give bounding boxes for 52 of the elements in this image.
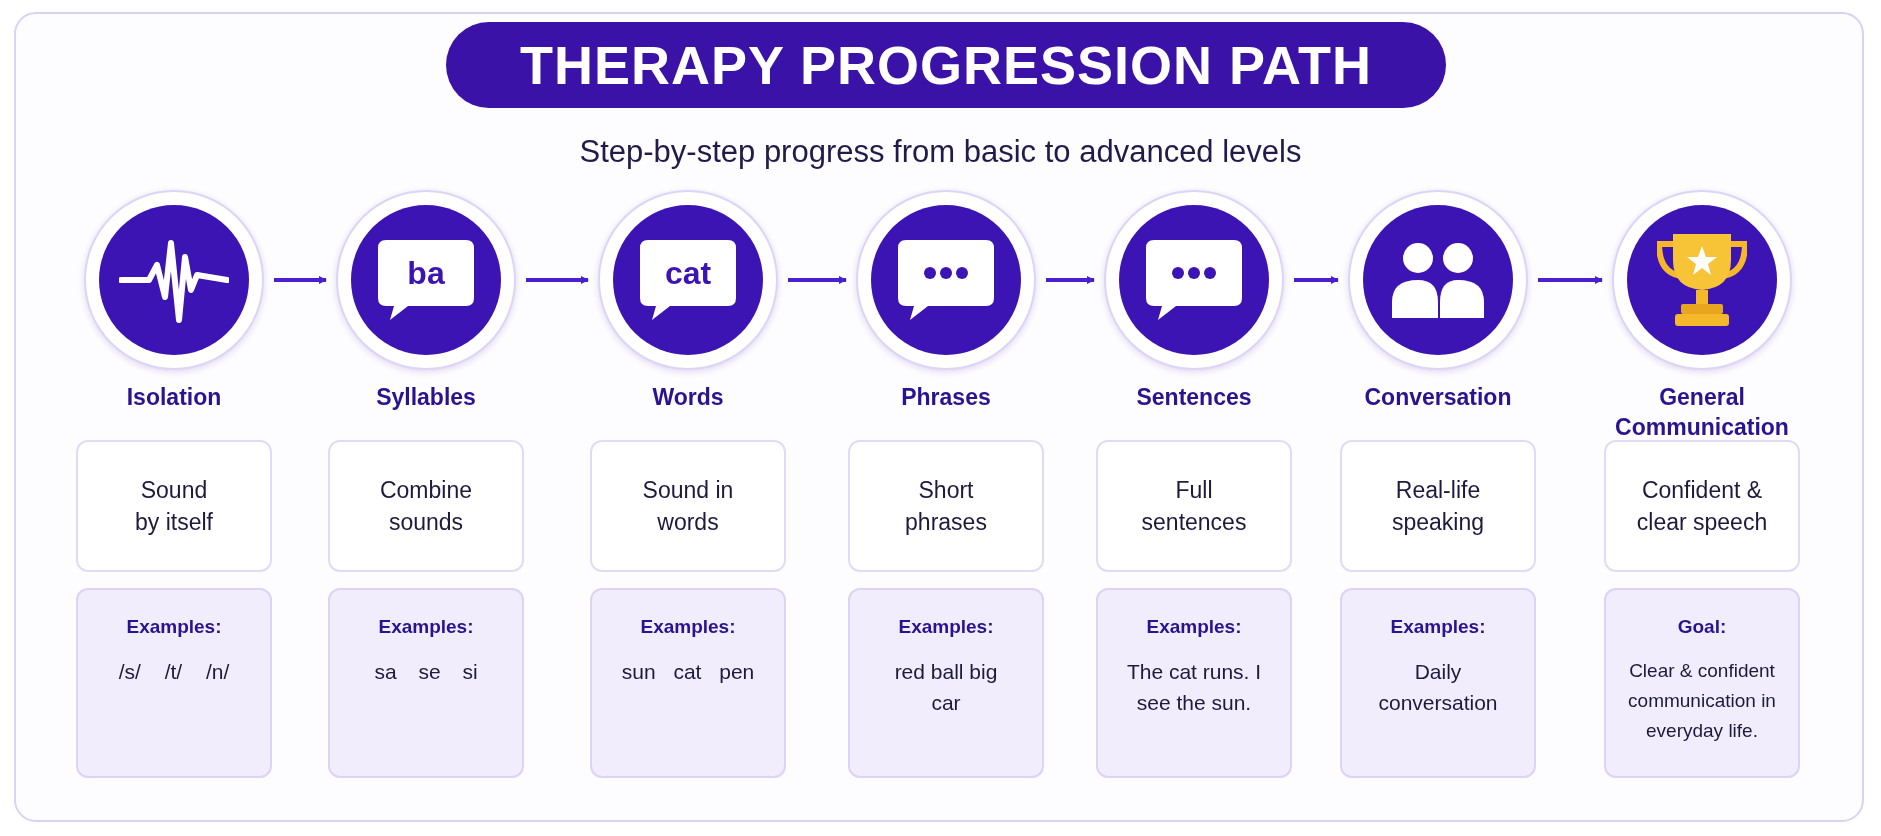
description-text: Real-life speaking xyxy=(1390,476,1486,537)
description-card xyxy=(590,440,786,572)
examples-card xyxy=(1340,588,1536,778)
examples-heading: Examples: xyxy=(377,616,475,638)
bubble-text: cat xyxy=(663,255,713,292)
description-text: Sound in words xyxy=(641,476,735,537)
description-card xyxy=(76,440,272,572)
step-title: General Communication xyxy=(1614,383,1790,442)
description-card xyxy=(1340,440,1536,572)
description-card xyxy=(848,440,1044,572)
step-title: Phrases xyxy=(900,383,992,412)
examples-heading: Goal: xyxy=(1676,616,1728,638)
step-title: Conversation xyxy=(1363,383,1513,412)
description-text: Confident & clear speech xyxy=(1635,476,1769,537)
arrow xyxy=(1294,276,1339,284)
description-text: Sound by itself xyxy=(134,476,214,537)
step-title: Isolation xyxy=(125,383,223,412)
description-text: Full sentences xyxy=(1140,476,1248,537)
examples-heading: Examples: xyxy=(1389,616,1487,638)
step-title: Words xyxy=(651,383,725,412)
arrow xyxy=(274,276,327,284)
subtitle: Step-by-step progress from basic to advanced levels xyxy=(578,134,1303,170)
examples-text: The cat runs. I see the sun. xyxy=(1125,659,1263,716)
arrow xyxy=(788,276,847,284)
examples-heading: Examples: xyxy=(1145,616,1243,638)
examples-card xyxy=(848,588,1044,778)
examples-text: Daily conversation xyxy=(1377,659,1499,716)
examples-heading: Examples: xyxy=(639,616,737,638)
examples-card xyxy=(590,588,786,778)
examples-text: Clear & confident communication in everyday life. xyxy=(1627,659,1777,743)
examples-card xyxy=(328,588,524,778)
arrow xyxy=(526,276,589,284)
step-title: Syllables xyxy=(375,383,477,412)
examples-text: sun cat pen xyxy=(620,659,756,685)
examples-text: /s/ /t/ /n/ xyxy=(117,659,231,685)
step-title: Sentences xyxy=(1135,383,1253,412)
description-card xyxy=(328,440,524,572)
bubble-text: ba xyxy=(406,255,446,292)
description-text: Short phrases xyxy=(904,476,988,537)
description-card xyxy=(1604,440,1800,572)
examples-text: red ball big car xyxy=(893,659,999,716)
description-card xyxy=(1096,440,1292,572)
examples-card xyxy=(1096,588,1292,778)
examples-text: sa se si xyxy=(373,659,479,685)
examples-heading: Examples: xyxy=(125,616,223,638)
examples-heading: Examples: xyxy=(897,616,995,638)
examples-card xyxy=(76,588,272,778)
description-text: Combine sounds xyxy=(378,476,473,537)
arrow xyxy=(1538,276,1603,284)
title-banner: THERAPY PROGRESSION PATH xyxy=(446,22,1446,108)
arrow xyxy=(1046,276,1095,284)
examples-card xyxy=(1604,588,1800,778)
